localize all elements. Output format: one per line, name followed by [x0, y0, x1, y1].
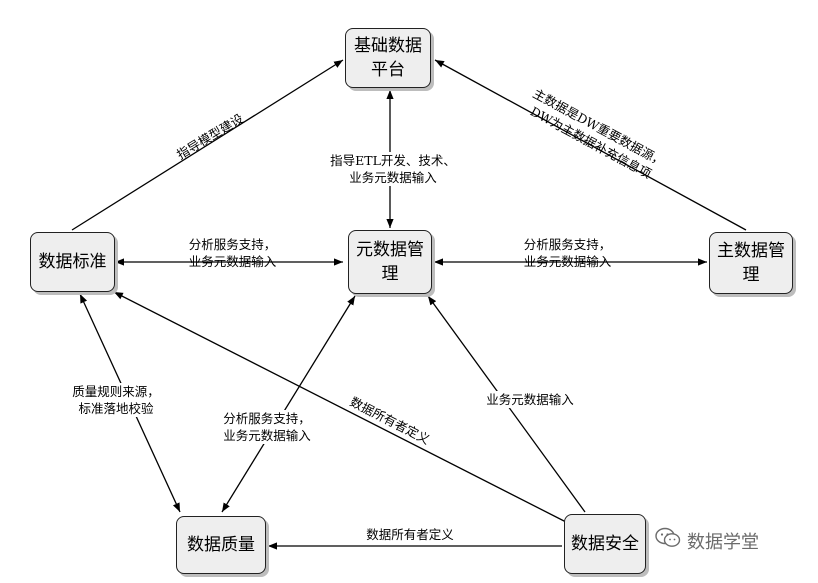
node-metadata-management: 元数据管 理 [348, 230, 432, 294]
label-standard-metadata: 分析服务支持， 业务元数据输入 [188, 237, 277, 269]
label-standard-quality: 质量规则来源， 标准落地校验 [62, 383, 170, 417]
label-metadata-master: 分析服务支持， 业务元数据输入 [523, 237, 612, 269]
label-metadata-to-platform: 指导ETL开发、技术、 业务元数据输入 [318, 152, 468, 186]
watermark-text: 数据学堂 [687, 531, 759, 553]
wechat-icon [655, 527, 681, 554]
node-data-quality: 数据质量 [176, 516, 266, 574]
node-data-security: 数据安全 [564, 514, 646, 574]
label-security-to-metadata: 业务元数据输入 [475, 391, 585, 408]
edge-standard-to-platform [71, 59, 344, 231]
label-security-to-quality: 数据所有者定义 [366, 527, 454, 542]
edge-security-to-standard [113, 291, 567, 523]
edge-metadata-quality [221, 295, 356, 513]
node-base-data-platform: 基础数据 平台 [345, 28, 431, 88]
edge-master-to-platform [434, 59, 747, 231]
label-metadata-quality: 分析服务支持， 业务元数据输入 [212, 410, 322, 444]
watermark: 数据学堂 [655, 527, 759, 554]
node-master-data-management: 主数据管 理 [709, 232, 793, 294]
node-data-standard: 数据标准 [30, 232, 115, 292]
